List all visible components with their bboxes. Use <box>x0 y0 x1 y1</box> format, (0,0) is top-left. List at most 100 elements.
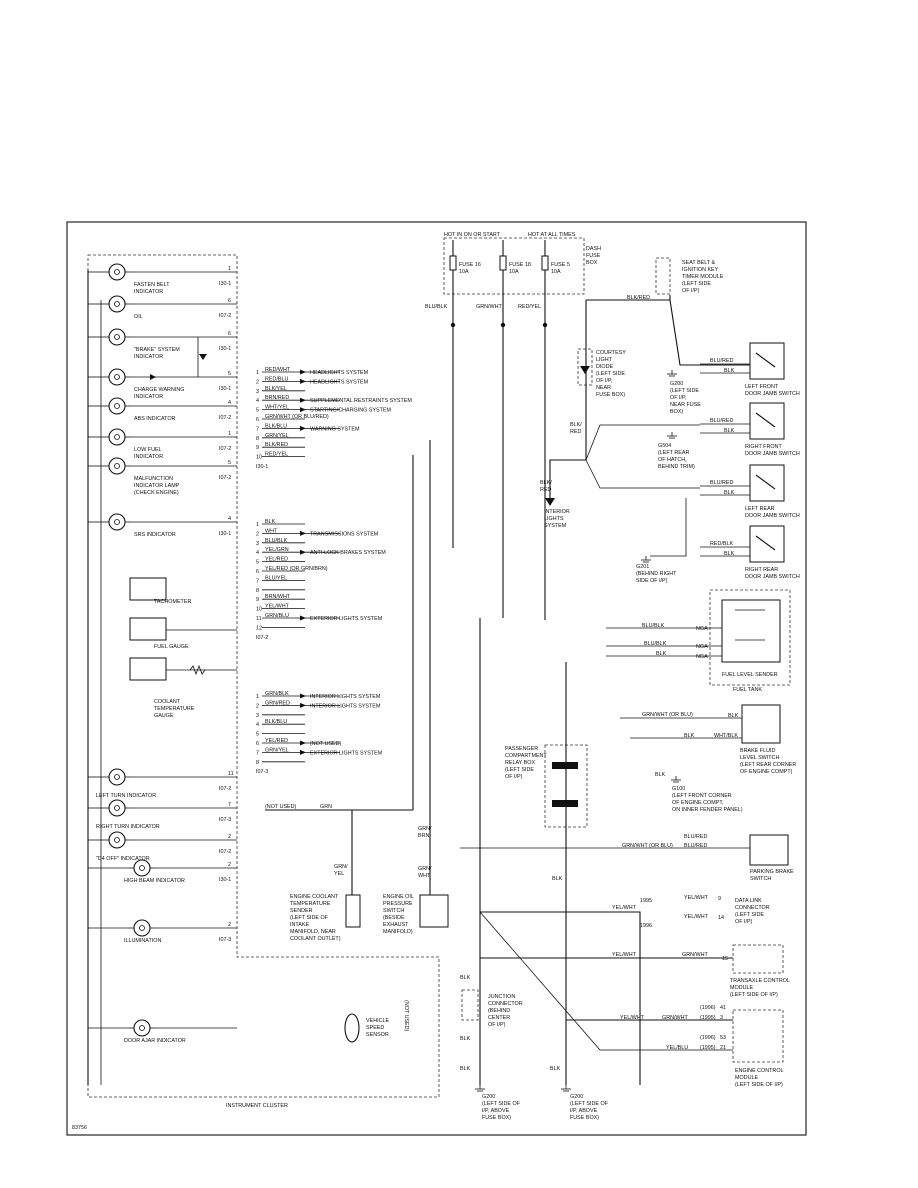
brake-label-line: OF ENGINE COMPT) <box>740 769 793 775</box>
connector-wire-label: GRN/BLU <box>265 613 289 619</box>
ground-label: ON INNER FENDER PANEL) <box>672 807 743 813</box>
connector-pin: 1 <box>256 694 259 700</box>
door-wire-label: BLK <box>724 368 735 374</box>
parking-label-line: SWITCH <box>750 876 771 882</box>
relay-wire-label: BLK <box>552 876 563 882</box>
arrow-icon <box>300 407 306 413</box>
indicator-connector: I30-1 <box>219 386 231 392</box>
parking-wire-label: BLU/RED <box>684 843 707 849</box>
resistor-icon <box>189 664 206 676</box>
courtesy-diode <box>577 348 593 386</box>
seat-belt-label-line: SEAT BELT & <box>682 260 716 266</box>
indicator-pin: 5 <box>228 371 231 377</box>
arrow-icon <box>300 693 306 699</box>
door-junction-wire <box>585 459 700 489</box>
indicator-label: CHARGE WARNING <box>134 387 184 393</box>
ground-label: (LEFT SIDE OF <box>482 1101 521 1107</box>
connector-pin: 9 <box>256 445 259 451</box>
connector-wire-label: GRN/YEL <box>265 747 289 753</box>
junction-label-line: OF I/P) <box>488 1022 506 1028</box>
diode-icon <box>150 374 156 380</box>
ect-wire-label: GRN/ <box>334 864 348 870</box>
ect-label-line: MANIFOLD, NEAR <box>290 929 336 935</box>
connector-pin: 3 <box>256 541 259 547</box>
dlc-code: 1995 <box>640 898 652 904</box>
hot-always-label: HOT AT ALL TIMES <box>528 232 576 238</box>
ecm-pin: 3 <box>720 1015 723 1021</box>
blk-red-wire-label: BLK/RED <box>627 295 650 301</box>
connector-dest: HEADLIGHTS SYSTEM <box>310 379 369 385</box>
relay-label-line: PASSENGER <box>505 746 538 752</box>
connector-dest: STARTING/CHARGING SYSTEM <box>310 408 391 414</box>
indicator-lamp-icon <box>133 919 151 937</box>
indicator-lamp-icon-filament <box>114 403 120 409</box>
connector-wire-label: YEL/WHT <box>265 604 290 610</box>
indicator-lamp-icon <box>133 859 151 877</box>
connector-dest: SUPPLEMENTAL RESTRAINTS SYSTEM <box>310 398 412 404</box>
connector-wire-label: BLK/BLU <box>265 423 287 429</box>
indicator-lamp-icon <box>108 831 126 849</box>
indicator-lamp-icon <box>108 368 126 386</box>
seat-belt-module <box>655 257 671 295</box>
indicator-connector: I07-2 <box>219 313 231 319</box>
indicator-lamp-icon-filament <box>114 805 120 811</box>
indicator-pin: 4 <box>228 400 231 406</box>
ecm-label: MODULE <box>735 1075 758 1081</box>
indicator-connector: I07-2 <box>219 446 231 452</box>
connector-pin: 8 <box>256 760 259 766</box>
junction-wire: BLK <box>460 975 471 981</box>
indicator-label: ABS INDICATOR <box>134 416 176 422</box>
connector-pin: 8 <box>256 588 259 594</box>
cluster-label: INSTRUMENT CLUSTER <box>226 1103 288 1109</box>
indicator-lamp-icon-filament <box>114 519 120 525</box>
connector-pin: 4 <box>256 550 259 556</box>
connector-pin: 7 <box>256 750 259 756</box>
connector-pin: 9 <box>256 597 259 603</box>
not-used-vertical: (NOT USED) <box>403 1000 409 1032</box>
indicator-pin: 6 <box>228 331 231 337</box>
connector-wire-label: BLK <box>265 519 276 525</box>
ground-label: G200 <box>670 381 683 387</box>
vss-label-line: VEHICLE <box>366 1018 389 1024</box>
ecm-code: (1995) <box>700 1045 716 1051</box>
indicator-pin: 11 <box>228 771 234 777</box>
connector-wire-label: RED/WHT <box>265 367 291 373</box>
dlc-label: (LEFT SIDE <box>735 912 764 918</box>
ecm-pin: 53 <box>720 1035 726 1041</box>
power-wire-2: GRN/WHT <box>476 304 502 310</box>
ground-label: BOX) <box>670 409 683 415</box>
door-label: DOOR JAMB SWITCH <box>745 574 800 580</box>
door-wire-label: BLU/RED <box>710 358 733 364</box>
ground-label: SIDE OF I/P) <box>636 578 668 584</box>
indicator-label: INDICATOR <box>134 454 163 460</box>
splice-dot <box>542 322 548 328</box>
relay-label-line: OF I/P) <box>505 774 523 780</box>
connector-pin: 10 <box>256 455 262 461</box>
connector-pin: 4 <box>256 398 259 404</box>
fuse-icon <box>449 255 457 271</box>
vss-label-line: SPEED <box>366 1025 384 1031</box>
indicator-lamp-icon <box>133 1019 151 1037</box>
tcm-label: TRANSAXLE CONTROL <box>730 978 790 984</box>
indicator-lamp-icon <box>108 799 126 817</box>
connector-wire-label: BLU/YEL <box>265 575 287 581</box>
connector-dest: INTERIOR LIGHTS SYSTEM <box>310 694 381 700</box>
relay-label-line: COMPARTMENT <box>505 753 547 759</box>
indicator-pin: 2 <box>228 922 231 928</box>
indicator-lamp-icon <box>108 513 126 531</box>
oil-wire-label: GRN/ <box>418 866 432 872</box>
fuse-rating: 10A <box>459 269 469 275</box>
dlc-label: CONNECTOR <box>735 905 770 911</box>
splice-dot <box>450 322 456 328</box>
connector-pin: 6 <box>256 417 259 423</box>
fuel-nga: NGA <box>696 654 708 660</box>
ground-label: OF HATCH, <box>658 457 687 463</box>
arrow-icon <box>300 378 306 384</box>
indicator-lamp-icon-filament <box>114 837 120 843</box>
junction-wire: BLK <box>550 1066 561 1072</box>
connector-pin: 8 <box>256 436 259 442</box>
arrow-icon <box>300 749 306 755</box>
connector-pin: 3 <box>256 713 259 719</box>
connector-name: I07-2 <box>256 635 268 641</box>
